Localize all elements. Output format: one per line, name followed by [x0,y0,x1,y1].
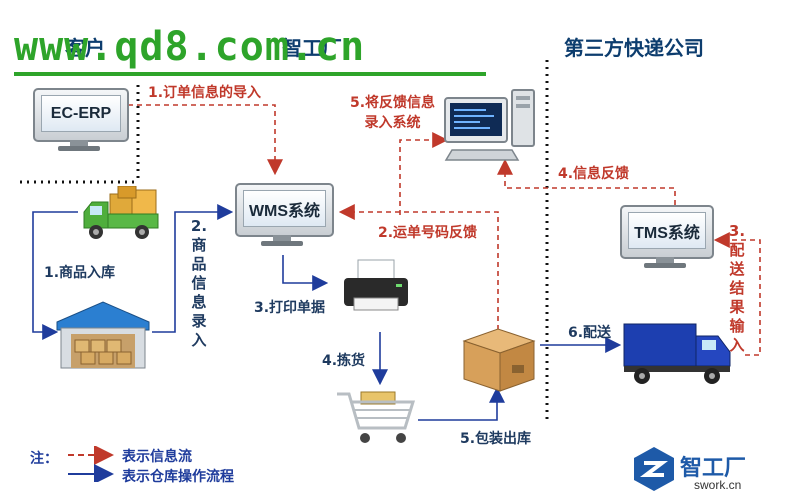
wms-monitor: WMS系统 [235,183,334,237]
package-box-icon [462,328,536,392]
step-waybill-feedback-label: 2.运单号码反馈 [378,225,478,241]
express-header: 第三方快递公司 [564,36,704,60]
logo-url: swork.cn [694,478,742,492]
customer-header: 客户 [65,36,105,60]
legend-warehouse-flow-label: 表示仓库操作流程 [122,469,234,485]
legend-swatches [68,446,114,482]
step-print-label: 3.打印单据 [254,300,326,316]
warehouse-icon [56,301,150,369]
step-delivery-result-label: 3.配送结果输入 [728,222,746,354]
step-goods-inbound-label: 1.商品入库 [44,265,116,281]
watermark-underline [14,72,486,76]
cargo-truck-icon [83,186,159,239]
tms-screen: TMS系统 [628,212,706,249]
ecerp-screen: EC-ERP [41,95,121,132]
step-goods-info-entry-label: 2.商品信息录入 [190,217,208,349]
printer-icon [344,259,408,311]
legend-info-flow-label: 表示信息流 [122,449,192,465]
logo-name: 智工厂 [680,456,747,481]
ecerp-monitor: EC-ERP [33,88,129,142]
tms-stand [656,257,674,263]
info-flow-arrows [128,104,761,356]
logo-icon [634,447,674,491]
tms-base [644,263,686,268]
step-feedback-entry-label: 5.将反馈信息 录入系统 [350,92,435,132]
desktop-computer-icon [444,89,535,161]
warehouse-flow-arrows [32,204,622,421]
wms-base [261,241,303,246]
step-info-feedback-label: 4.信息反馈 [558,166,630,182]
delivery-truck-icon [623,323,731,384]
step-pick-label: 4.拣货 [322,353,366,369]
wms-screen: WMS系统 [243,190,326,227]
tms-monitor: TMS系统 [620,205,714,259]
step-feedback-entry-line1: 5.将反馈信息 [350,95,436,111]
wms-stand [273,235,291,241]
step-feedback-entry-line2: 录入系统 [364,115,421,131]
step-pack-outbound-label: 5.包装出库 [460,431,532,447]
legend-title: 注： [30,451,58,467]
watermark: www.qd8.com.cn [14,24,366,70]
wms-label: WMS系统 [248,202,321,220]
step-deliver-label: 6.配送 [568,325,612,341]
shopping-cart-icon [337,391,416,443]
step-order-import-label: 1.订单信息的导入 [148,85,262,101]
factory-header: 智工厂 [282,36,342,60]
ecerp-base [58,146,100,151]
tms-label: TMS系统 [634,224,700,242]
ecerp-label: EC-ERP [50,104,112,122]
region-separators [20,60,549,420]
ecerp-stand [70,140,88,146]
